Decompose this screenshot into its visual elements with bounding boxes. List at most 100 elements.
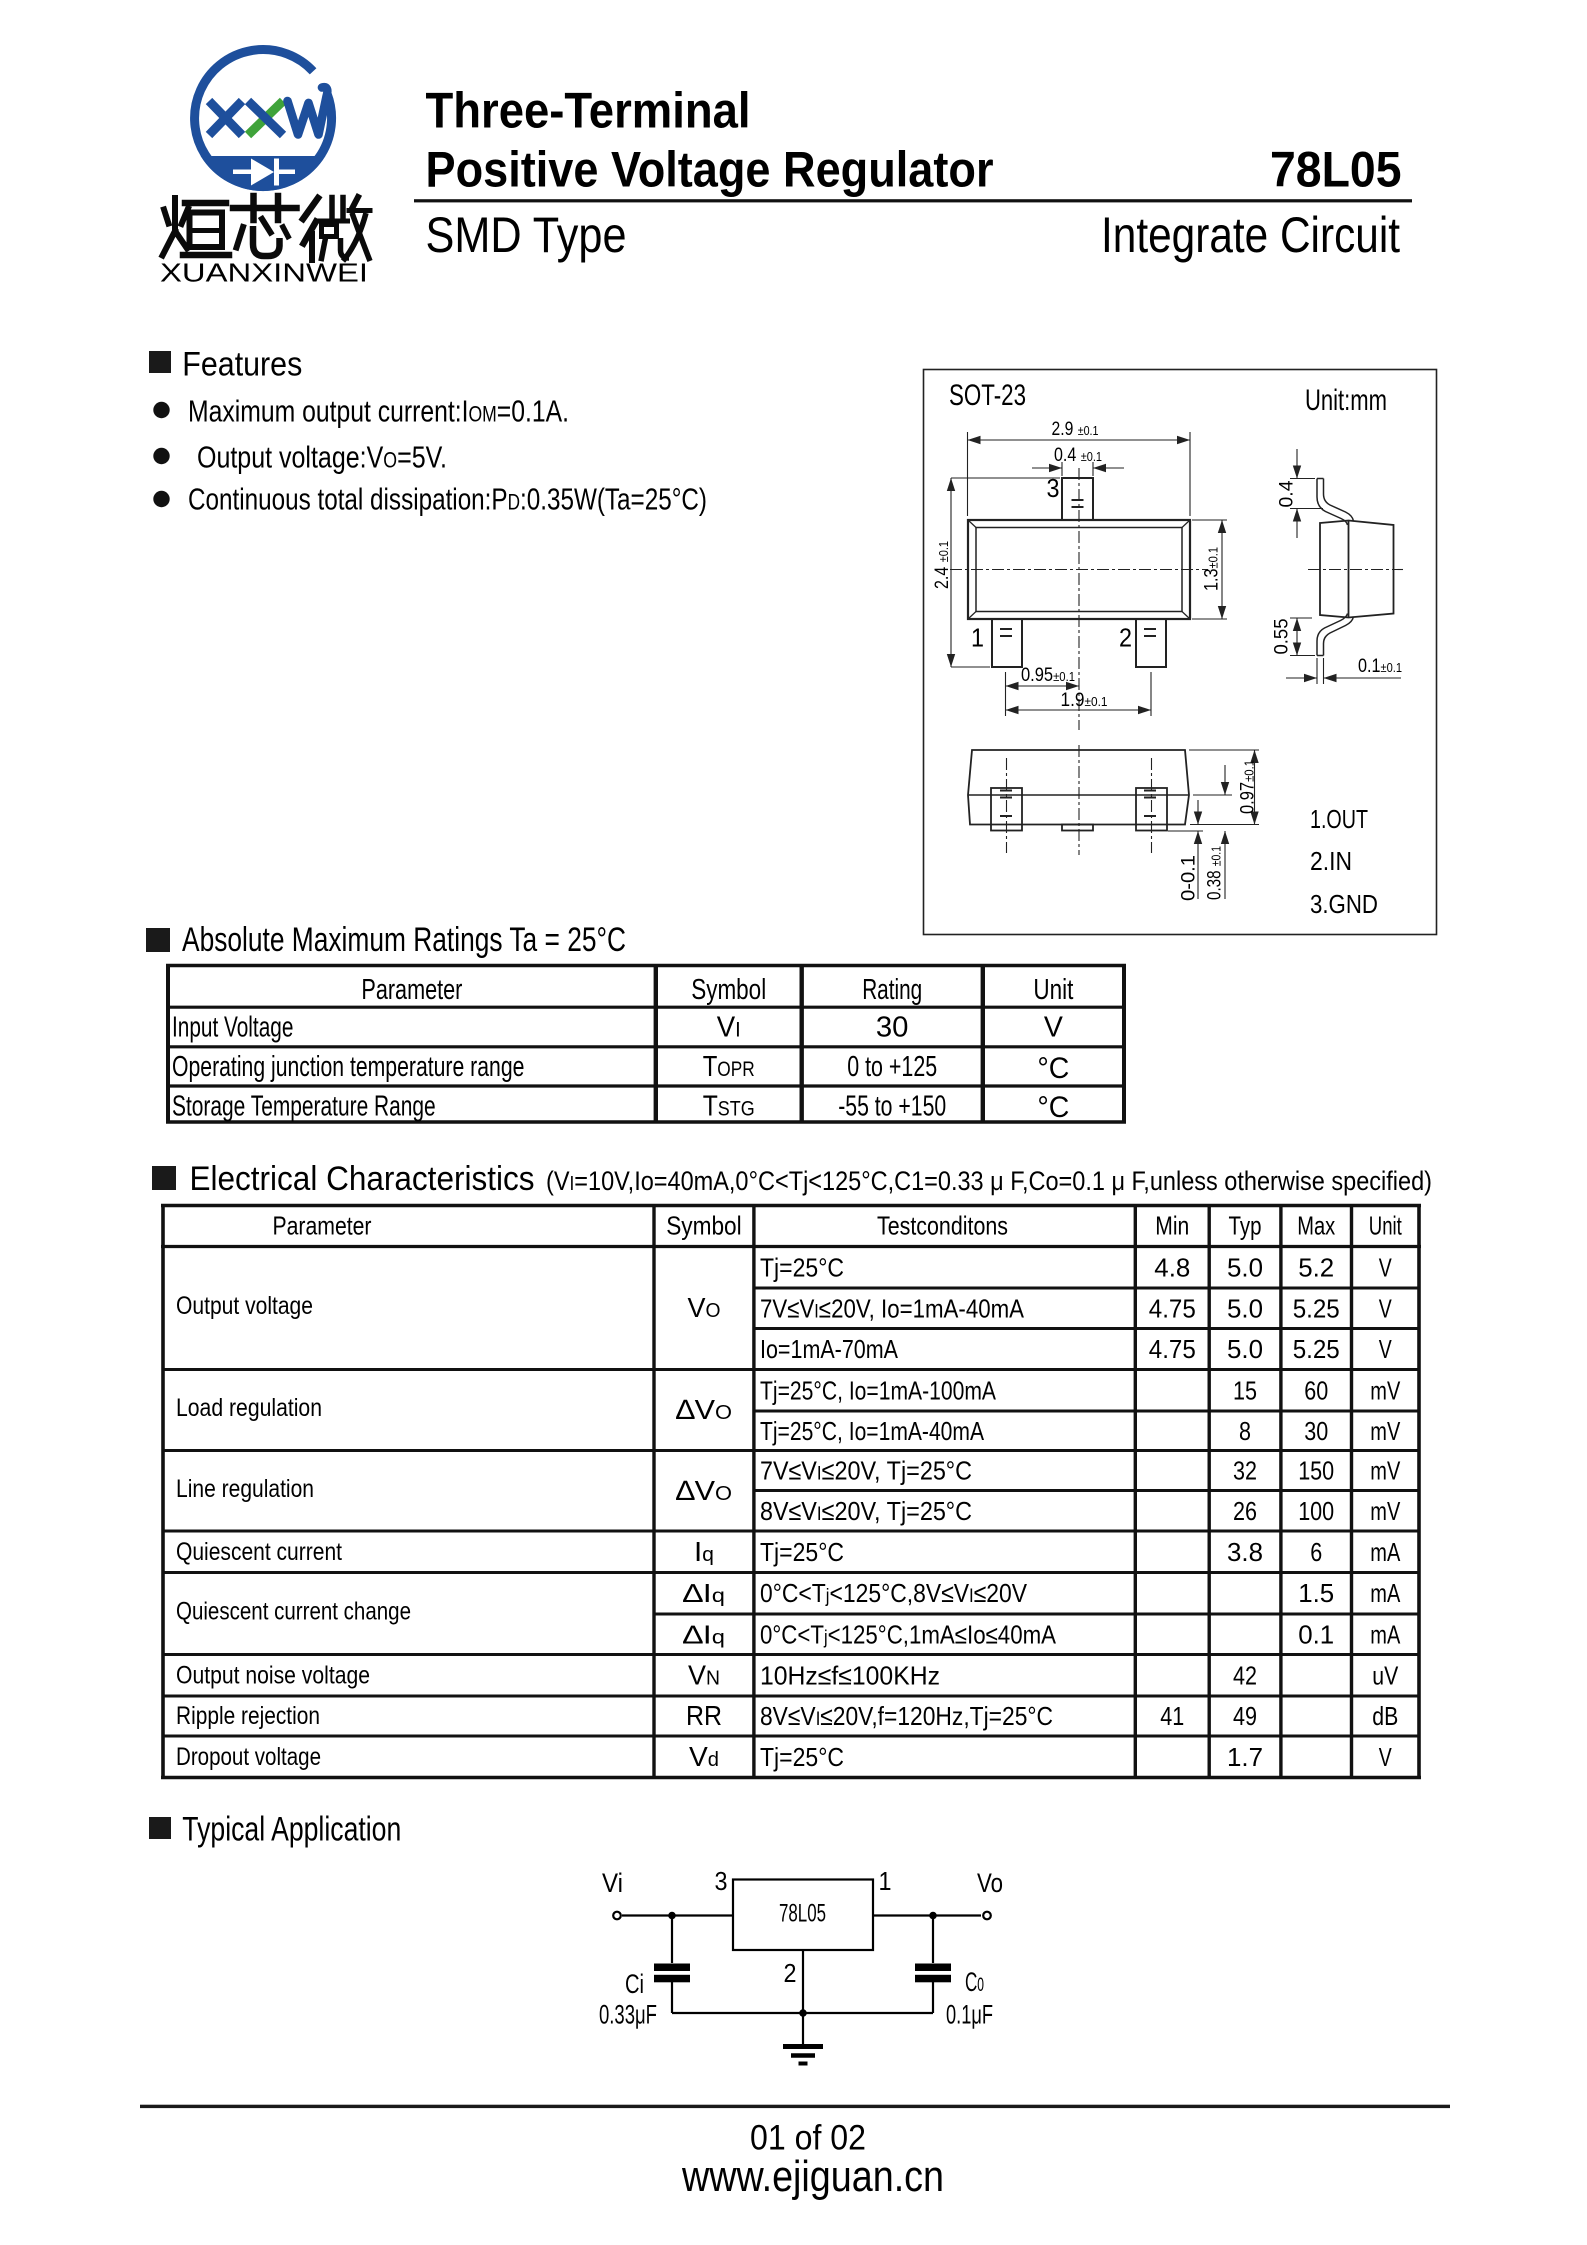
svg-text:20V, Tj=25: 20V, Tj=25 — [835, 1496, 946, 1526]
svg-text:Vo: Vo — [977, 1868, 1003, 1898]
svg-text:OM: OM — [469, 402, 497, 427]
svg-text:Vi: Vi — [602, 1868, 623, 1898]
svg-text:Typical Application: Typical Application — [182, 1810, 401, 1848]
svg-text:78L05: 78L05 — [779, 1900, 826, 1928]
svg-text:40mA: 40mA — [998, 1619, 1057, 1649]
svg-text:3.GND: 3.GND — [1310, 889, 1378, 919]
svg-text:mV: mV — [1370, 1375, 1401, 1405]
svg-text:SMD Type: SMD Type — [426, 207, 627, 263]
svg-text:15: 15 — [1233, 1375, 1257, 1405]
svg-text:≤: ≤ — [838, 1660, 852, 1690]
svg-text:4.75: 4.75 — [1149, 1293, 1196, 1323]
svg-text:Tj=25: Tj=25 — [760, 1416, 813, 1446]
svg-text:Parameter: Parameter — [273, 1211, 372, 1241]
svg-text:Input Voltage: Input Voltage — [172, 1012, 293, 1044]
svg-text:XUANXINWEI: XUANXINWEI — [160, 258, 368, 288]
svg-text:Parameter: Parameter — [361, 974, 462, 1006]
svg-text:20V,f=120Hz,Tj=25: 20V,f=120Hz,Tj=25 — [833, 1701, 1028, 1731]
svg-text:5.0: 5.0 — [1227, 1252, 1263, 1282]
svg-text:Dropout voltage: Dropout voltage — [176, 1743, 321, 1771]
svg-text:dB: dB — [1372, 1701, 1398, 1731]
svg-text:1.9: 1.9 — [1061, 690, 1085, 711]
svg-text:f: f — [831, 1660, 839, 1690]
svg-text:°C: °C — [813, 1416, 837, 1446]
svg-text:Unit: Unit — [1033, 974, 1073, 1006]
svg-text:V: V — [1379, 1742, 1392, 1772]
svg-text:Load regulation: Load regulation — [176, 1394, 322, 1422]
svg-text:0.1: 0.1 — [1358, 656, 1381, 677]
svg-text:OPR: OPR — [717, 1058, 754, 1081]
svg-text:mV: mV — [1370, 1456, 1401, 1486]
svg-text:°C: °C — [672, 482, 699, 517]
svg-text:≤: ≤ — [986, 1619, 998, 1649]
svg-text:j: j — [823, 1627, 827, 1648]
svg-text:0.97: 0.97 — [1238, 782, 1259, 814]
svg-text:V: V — [801, 1496, 817, 1526]
svg-text:V: V — [801, 1456, 817, 1486]
svg-text:V: V — [695, 1475, 716, 1506]
svg-text:=10V,Io=40mA,0: =10V,Io=40mA,0 — [574, 1166, 748, 1196]
svg-text:Min: Min — [1155, 1211, 1189, 1241]
svg-text:°C: °C — [861, 1166, 887, 1196]
svg-text:°C: °C — [881, 1578, 907, 1608]
svg-text:32: 32 — [1233, 1456, 1257, 1486]
svg-text:Max: Max — [1297, 1211, 1335, 1241]
svg-text:6: 6 — [1310, 1537, 1322, 1567]
svg-text:Storage Temperature Range: Storage Temperature Range — [172, 1090, 436, 1122]
svg-text:150: 150 — [1298, 1456, 1334, 1486]
svg-text:(V: (V — [546, 1166, 570, 1196]
svg-text:Output voltage: Output voltage — [176, 1292, 313, 1320]
svg-text:Absolute Maximum Ratings Ta =: Absolute Maximum Ratings Ta = 25 — [182, 921, 597, 959]
svg-text:<125: <125 — [830, 1578, 882, 1608]
svg-text:Line regulation: Line regulation — [176, 1475, 314, 1503]
svg-text:1.3: 1.3 — [1202, 569, 1223, 592]
svg-text:0.1: 0.1 — [1298, 1619, 1334, 1649]
svg-text:°C: °C — [946, 1456, 972, 1486]
svg-text:Tj=25: Tj=25 — [760, 1742, 818, 1772]
svg-text:±0.1: ±0.1 — [1209, 846, 1224, 866]
svg-text:Positive Voltage Regulator: Positive Voltage Regulator — [426, 142, 994, 198]
svg-text:≤: ≤ — [822, 1496, 835, 1526]
svg-text:≤: ≤ — [788, 1701, 801, 1731]
svg-text:8V: 8V — [760, 1496, 789, 1526]
svg-text:∆: ∆ — [683, 1578, 703, 1608]
svg-text:°C: °C — [1037, 1091, 1069, 1124]
svg-text:I: I — [694, 1536, 702, 1567]
svg-text:±0.1: ±0.1 — [1206, 547, 1221, 569]
svg-text:7V: 7V — [760, 1293, 788, 1323]
svg-text:≤: ≤ — [955, 1619, 967, 1649]
svg-text:V: V — [1044, 1012, 1064, 1044]
svg-text:I: I — [969, 1586, 974, 1607]
svg-text:mA: mA — [1370, 1619, 1401, 1649]
svg-text:±0.1: ±0.1 — [1381, 660, 1403, 675]
svg-text:Operating junction temperature: Operating junction temperature range — [172, 1051, 524, 1083]
svg-text:Symbol: Symbol — [666, 1211, 742, 1241]
svg-text:Io: Io — [967, 1619, 986, 1649]
svg-text:60: 60 — [1304, 1375, 1328, 1405]
svg-text:≤: ≤ — [789, 1456, 802, 1486]
svg-text:0.55: 0.55 — [1272, 619, 1293, 655]
svg-text:2: 2 — [784, 1958, 797, 1988]
svg-text:I: I — [570, 1173, 575, 1195]
svg-text:,8V: ,8V — [907, 1578, 942, 1608]
svg-text:, Io=1mA-100mA: , Io=1mA-100mA — [837, 1375, 996, 1405]
svg-text:3: 3 — [1047, 473, 1060, 503]
svg-text:∆: ∆ — [683, 1619, 703, 1649]
svg-text:Tj=25: Tj=25 — [760, 1537, 818, 1567]
svg-text:Ci: Ci — [625, 1969, 644, 1999]
svg-text:mV: mV — [1370, 1496, 1401, 1526]
svg-text:≤: ≤ — [820, 1701, 833, 1731]
svg-text:C: C — [965, 1967, 977, 1997]
svg-text:≤: ≤ — [819, 1293, 831, 1323]
svg-text:mV: mV — [1370, 1416, 1401, 1446]
svg-text:41: 41 — [1160, 1701, 1184, 1731]
svg-text:2.4: 2.4 — [932, 562, 953, 589]
svg-text:q: q — [702, 1544, 714, 1566]
svg-text:5.0: 5.0 — [1227, 1293, 1263, 1323]
svg-text:8V: 8V — [760, 1701, 788, 1731]
svg-text:0 to +125: 0 to +125 — [847, 1051, 937, 1083]
svg-text:V: V — [689, 1741, 708, 1772]
svg-text:,C1=0.33 μ F,Co=0.1 μ F,unless: ,C1=0.33 μ F,Co=0.1 μ F,unless otherwise… — [888, 1166, 1432, 1196]
svg-text:V: V — [800, 1701, 816, 1731]
svg-text:10Hz: 10Hz — [760, 1660, 818, 1690]
